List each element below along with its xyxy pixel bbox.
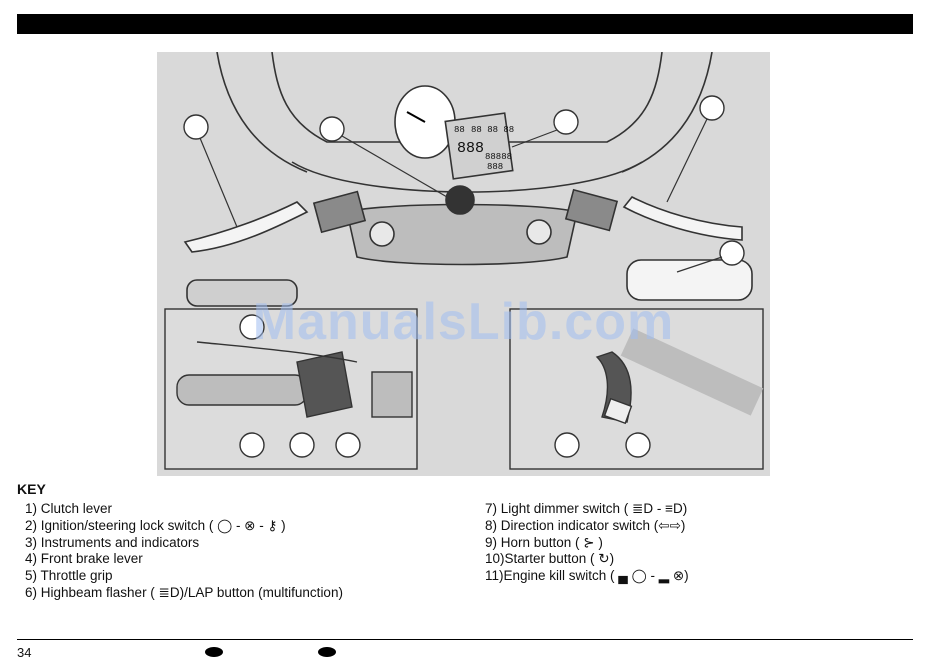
key-item: 2) Ignition/steering lock switch ( ◯ - ⊗…	[25, 517, 286, 533]
callout-circle	[239, 314, 265, 340]
key-item: 4) Front brake lever	[25, 551, 143, 567]
registration-mark	[205, 647, 223, 657]
handlebar-drawing: 88 88 88 88 888 88888 888	[164, 52, 764, 470]
watermark: ManualsLib.com	[252, 293, 675, 351]
key-title: KEY	[17, 481, 46, 497]
callout-circle	[335, 432, 361, 458]
key-item: 5) Throttle grip	[25, 568, 113, 584]
page-number: 34	[17, 645, 32, 660]
callout-circle	[553, 109, 579, 135]
callout-circle	[699, 95, 725, 121]
callout-circle	[625, 432, 651, 458]
callout-circle	[289, 432, 315, 458]
key-item: 6) Highbeam flasher ( ≣D)/LAP button (mu…	[25, 584, 343, 600]
key-item: 9) Horn button ( ⊱ )	[485, 534, 603, 550]
key-item: 3) Instruments and indicators	[25, 534, 200, 550]
callout-circle	[319, 116, 345, 142]
key-list-right: 7) Light dimmer switch ( ≣D - ≡D) 8) Dir…	[485, 501, 689, 585]
key-item: 1) Clutch lever	[25, 501, 113, 516]
key-item: 11)Engine kill switch ( ▄ ◯ - ▂ ⊗)	[485, 568, 689, 584]
callout-circle	[719, 240, 745, 266]
key-item: 7) Light dimmer switch ( ≣D - ≡D)	[485, 501, 688, 516]
registration-mark	[318, 647, 336, 657]
callout-circle	[239, 432, 265, 458]
lcd-row1a: 88	[454, 125, 465, 135]
key-item: 8) Direction indicator switch (⇦⇨)	[485, 517, 686, 533]
lcd-small2: 888	[487, 162, 503, 172]
handlebar-illustration: 88 88 88 88 888 88888 888	[157, 52, 770, 476]
callout-circle	[554, 432, 580, 458]
key-item: 10)Starter button ( ↻)	[485, 551, 615, 567]
lcd-big: 888	[457, 140, 484, 157]
lcd-row1b: 88 88 88	[471, 125, 514, 135]
footer-rule	[17, 639, 913, 640]
callout-circle	[183, 114, 209, 140]
key-list-left: 1) Clutch lever 2) Ignition/steering loc…	[25, 501, 343, 602]
lcd-small1: 88888	[485, 152, 512, 162]
header-bar	[17, 14, 913, 34]
